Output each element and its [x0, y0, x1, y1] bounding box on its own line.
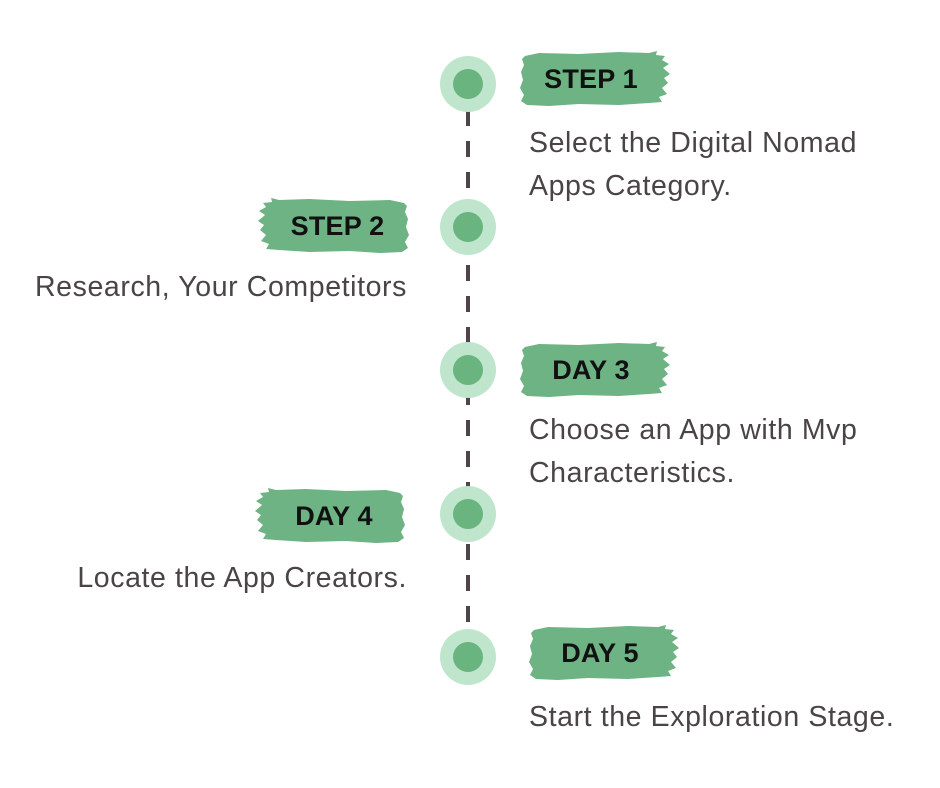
description-line: Select the Digital Nomad [529, 127, 858, 159]
brush-stroke-icon [520, 51, 670, 106]
description-line: Apps Category. [529, 170, 732, 202]
brush-stroke-icon [529, 625, 679, 680]
description-line: Choose an App with Mvp [529, 414, 858, 446]
step-5-badge: DAY 5 [528, 624, 680, 682]
step-label: STEP 2 [290, 210, 385, 241]
description-line: Locate the App Creators. [77, 562, 407, 594]
node-dot-icon [453, 499, 483, 529]
step-label: DAY 4 [295, 500, 373, 531]
brush-stroke-icon [258, 198, 409, 253]
timeline-node-4 [440, 486, 496, 542]
brush-stroke-icon [255, 488, 405, 543]
step-label: STEP 1 [544, 63, 638, 94]
timeline-node-5 [440, 629, 496, 685]
step-4-badge: DAY 4 [254, 487, 406, 545]
node-dot-icon [453, 642, 483, 672]
step-label: DAY 5 [561, 637, 639, 668]
timeline-node-2 [440, 199, 496, 255]
node-dot-icon [453, 355, 483, 385]
step-3-badge: DAY 3 [519, 341, 671, 399]
step-label: DAY 3 [552, 354, 630, 385]
step-1-description: Select the Digital Nomad Apps Category. [529, 122, 857, 208]
brush-stroke-icon [520, 342, 670, 397]
timeline-node-3 [440, 342, 496, 398]
step-1-badge: STEP 1 [519, 50, 671, 108]
step-2-badge: STEP 2 [257, 197, 410, 255]
timeline-node-1 [440, 56, 496, 112]
step-4-description: Locate the App Creators. [77, 557, 407, 600]
description-line: Research, Your Competitors [34, 271, 407, 303]
node-dot-icon [453, 212, 483, 242]
description-line: Characteristics. [529, 457, 735, 489]
description-line: Start the Exploration Stage. [529, 701, 895, 733]
step-2-description: Research, Your Competitors [35, 266, 407, 309]
node-dot-icon [453, 69, 483, 99]
step-3-description: Choose an App with Mvp Characteristics. [529, 409, 857, 495]
step-5-description: Start the Exploration Stage. [529, 696, 894, 739]
